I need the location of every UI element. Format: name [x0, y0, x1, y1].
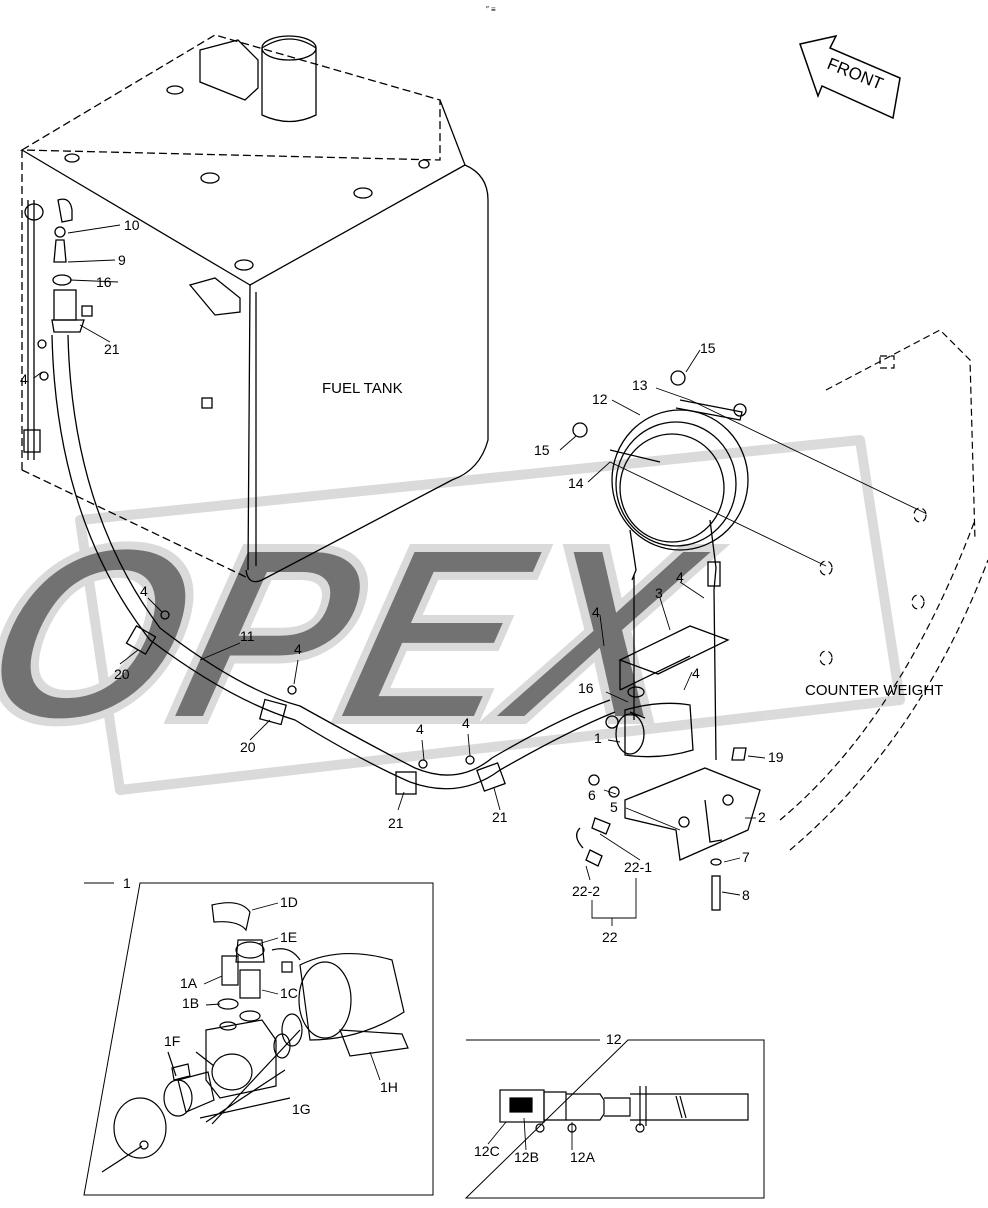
inset-pump-label-1b: 1B: [182, 995, 199, 1011]
callout-5: 5: [610, 799, 618, 815]
fuel-tank-label: FUEL TANK: [322, 380, 403, 397]
counter-weight-label: COUNTER WEIGHT: [805, 682, 943, 699]
inset-pump-leaders: [203, 902, 381, 1081]
callout-22: 22: [602, 929, 618, 945]
inset-pump: 1: [83, 875, 434, 1196]
callout-20: 20: [114, 666, 130, 682]
callout-11: 11: [240, 628, 255, 644]
fuel-tank: [19, 34, 489, 583]
callout-13: 13: [632, 377, 648, 393]
callout-20-lower: 20: [240, 739, 256, 755]
callout-12: 12: [592, 391, 608, 407]
inset-hose-label-12a: 12A: [570, 1149, 596, 1165]
callout-2: 2: [758, 809, 766, 825]
leader-lines: [33, 224, 926, 926]
inset-pump-label-1h: 1H: [380, 1079, 398, 1095]
callout-15: 15: [700, 340, 716, 356]
callout-10: 10: [124, 217, 140, 233]
front-arrow: FRONT: [799, 34, 901, 120]
inset-pump-label-1c: 1C: [280, 985, 298, 1001]
watermark-logo: OPEX: [0, 435, 905, 795]
inset-pump-label-1g: 1G: [292, 1101, 311, 1117]
inset-pump-label-1e: 1E: [280, 929, 297, 945]
header-mark: ″ ≡: [486, 5, 496, 14]
fuel-hose: [51, 334, 616, 795]
inset-pump-label-1d: 1D: [280, 894, 298, 910]
callout-21-lower-a: 21: [388, 815, 404, 831]
callout-4-upper: 4: [676, 569, 684, 585]
callout-15-lower: 15: [534, 442, 550, 458]
counter-weight: [779, 329, 988, 851]
callout-21-lower-b: 21: [492, 809, 508, 825]
callout-16-pump: 16: [578, 680, 594, 696]
callout-22-1: 22-1: [624, 859, 652, 875]
callout-7: 7: [742, 849, 750, 865]
callout-6: 6: [588, 787, 596, 803]
callout-16: 16: [96, 274, 112, 290]
pump-bracket: [576, 575, 761, 911]
inset-hose-title: 12: [606, 1031, 622, 1047]
callout-4-right: 4: [692, 665, 700, 681]
inset-hose-leaders: [487, 1117, 573, 1151]
inset-hose-drawing: [499, 1086, 749, 1133]
inset-hose-label-12b: 12B: [514, 1149, 539, 1165]
callouts: 10 9 16 21 4 15 13 12 15 14 4 3 4 4 16 1…: [20, 217, 943, 945]
callout-21: 21: [104, 341, 120, 357]
inset-pump-drawing: [101, 902, 409, 1173]
watermark-text: OPEX: [0, 493, 734, 773]
inset-pump-label-1a: 1A: [180, 975, 198, 991]
callout-4-hose-c: 4: [416, 721, 424, 737]
callout-4-hose-b: 4: [294, 641, 302, 657]
callout-3: 3: [655, 585, 663, 601]
callout-1: 1: [594, 730, 602, 746]
callout-22-2: 22-2: [572, 883, 600, 899]
callout-8: 8: [742, 887, 750, 903]
callout-14: 14: [568, 475, 584, 491]
callout-4: 4: [20, 371, 28, 387]
inset-pump-title: 1: [123, 875, 131, 891]
callout-19: 19: [768, 749, 784, 765]
callout-4-hose-a: 4: [140, 583, 148, 599]
inset-pump-label-1f: 1F: [164, 1033, 180, 1049]
callout-4-hose-d: 4: [462, 715, 470, 731]
callout-4-left: 4: [592, 604, 600, 620]
callout-9: 9: [118, 252, 126, 268]
coiled-hose: [572, 370, 749, 591]
inset-hose: 12 12C 12B 12A: [464, 1031, 765, 1199]
inset-hose-label-12c: 12C: [474, 1143, 500, 1159]
